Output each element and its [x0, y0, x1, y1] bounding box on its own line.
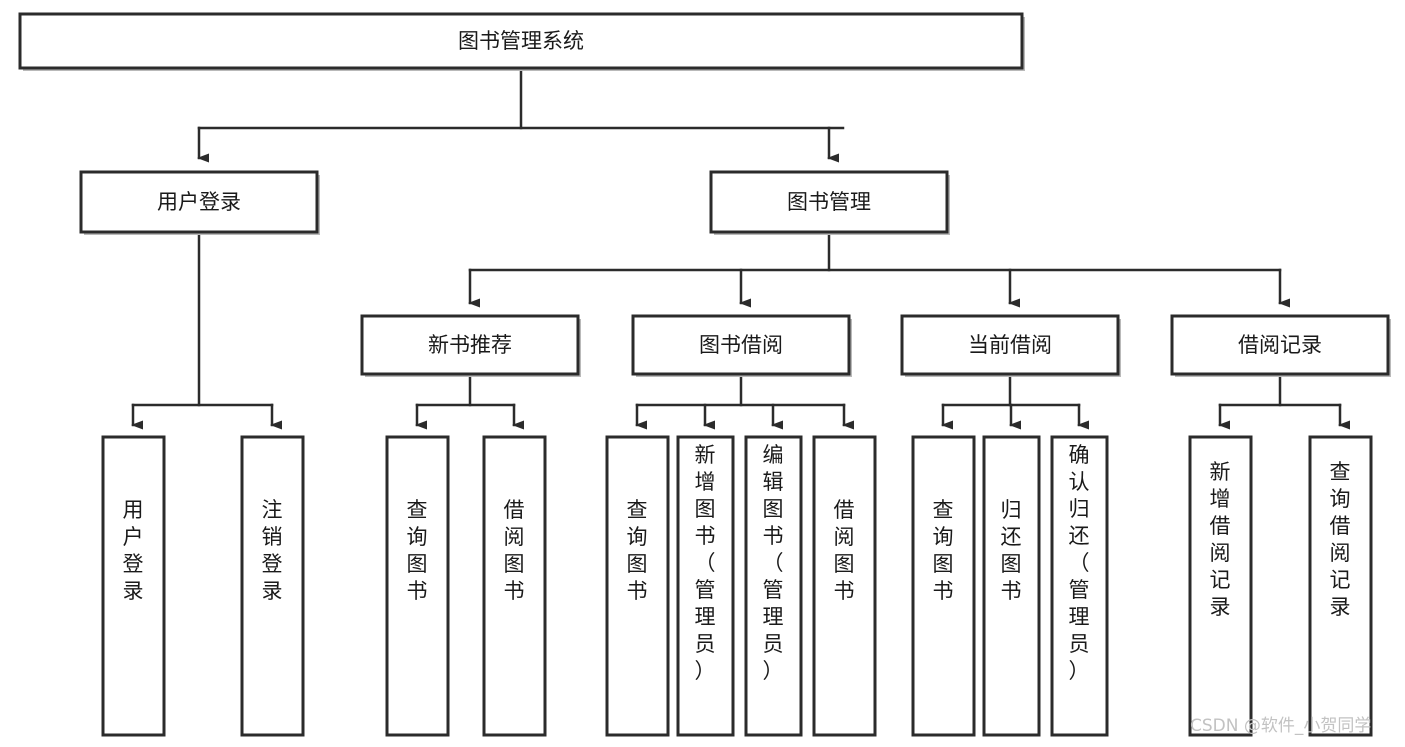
node-leaf-query-book-1[interactable]: 查询图书 — [385, 435, 450, 737]
node-leaf-confirm-return[interactable]: 确认归还（管理员） — [1050, 435, 1109, 737]
node-leaf-borrow-book-2-label: 借阅图书 — [834, 498, 855, 603]
node-leaf-return-book[interactable]: 归还图书 — [982, 435, 1041, 737]
node-leaf-edit-book[interactable]: 编辑图书（管理员） — [744, 435, 803, 737]
node-leaf-borrow-book-1[interactable]: 借阅图书 — [482, 435, 547, 737]
node-leaf-confirm-return-label: 确认归还（管理员） — [1069, 443, 1090, 683]
node-leaf-add-record-label: 新增借阅记录 — [1210, 460, 1231, 619]
node-book-borrow-label: 图书借阅 — [699, 333, 783, 357]
node-leaf-edit-book-label: 编辑图书（管理员） — [763, 443, 784, 683]
node-leaf-query-book-3[interactable]: 查询图书 — [911, 435, 976, 737]
node-leaf-add-book[interactable]: 新增图书（管理员） — [676, 435, 735, 737]
node-user-login-label: 用户登录 — [157, 190, 241, 214]
node-user-login[interactable]: 用户登录 — [79, 170, 320, 235]
node-new-book-recommend[interactable]: 新书推荐 — [360, 314, 581, 377]
node-leaf-user-login[interactable]: 用户登录 — [101, 435, 166, 737]
node-leaf-query-book-1-label: 查询图书 — [407, 498, 428, 603]
csdn-watermark: CSDN @软件_小贺同学 — [1190, 716, 1371, 736]
node-book-manage[interactable]: 图书管理 — [709, 170, 950, 235]
node-leaf-query-book-3-label: 查询图书 — [933, 498, 954, 603]
node-new-book-recommend-label: 新书推荐 — [428, 333, 512, 357]
node-leaf-query-record[interactable]: 查询借阅记录 — [1308, 435, 1373, 737]
node-book-manage-label: 图书管理 — [787, 190, 871, 214]
node-borrow-record-label: 借阅记录 — [1238, 333, 1322, 357]
node-leaf-return-book-label: 归还图书 — [1001, 498, 1022, 603]
node-leaf-borrow-book-1-label: 借阅图书 — [504, 498, 525, 603]
node-leaf-user-logout-label: 注销登录 — [262, 498, 283, 603]
node-book-borrow[interactable]: 图书借阅 — [631, 314, 852, 377]
node-current-borrow[interactable]: 当前借阅 — [900, 314, 1121, 377]
node-leaf-borrow-book-2[interactable]: 借阅图书 — [812, 435, 877, 737]
node-root[interactable]: 图书管理系统 — [18, 12, 1025, 71]
node-leaf-user-logout[interactable]: 注销登录 — [240, 435, 305, 737]
node-leaf-query-book-2[interactable]: 查询图书 — [605, 435, 670, 737]
node-leaf-query-book-2-label: 查询图书 — [627, 498, 648, 603]
node-current-borrow-label: 当前借阅 — [968, 333, 1052, 357]
connector-group — [131, 66, 1350, 430]
node-leaf-user-login-label: 用户登录 — [123, 498, 144, 603]
node-root-label: 图书管理系统 — [458, 29, 584, 53]
node-leaf-add-book-label: 新增图书（管理员） — [695, 443, 716, 683]
node-leaf-query-record-label: 查询借阅记录 — [1330, 460, 1351, 619]
node-borrow-record[interactable]: 借阅记录 — [1170, 314, 1391, 377]
node-leaf-add-record[interactable]: 新增借阅记录 — [1188, 435, 1253, 737]
